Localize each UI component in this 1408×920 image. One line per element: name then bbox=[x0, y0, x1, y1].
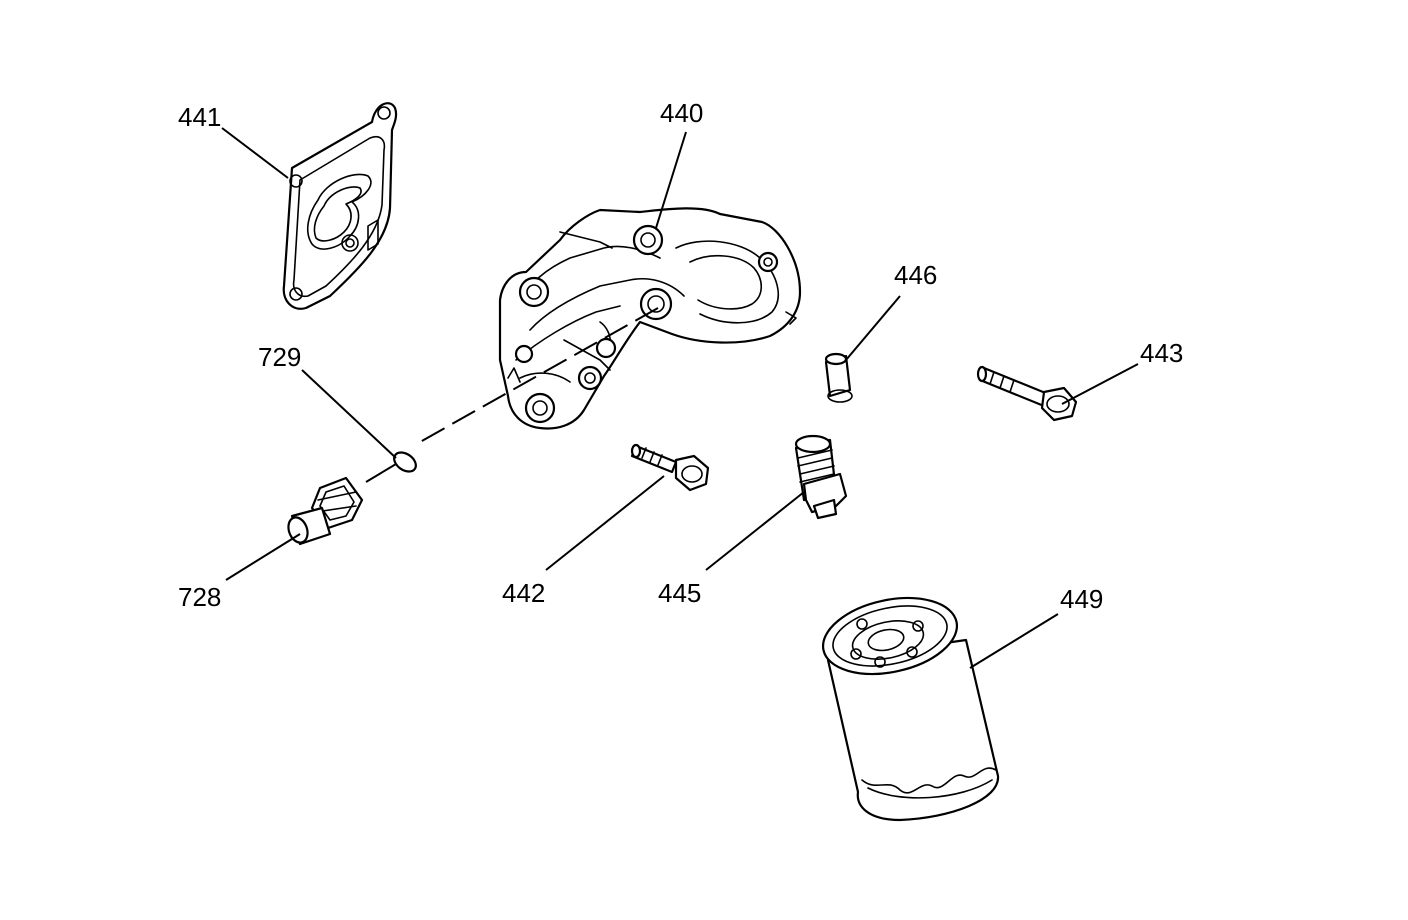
part-445-fitting bbox=[794, 434, 848, 520]
callout-440: 440 bbox=[660, 98, 703, 128]
callout-446: 446 bbox=[894, 260, 937, 290]
callout-441: 441 bbox=[178, 102, 221, 132]
assembly-axis-line bbox=[419, 307, 659, 443]
assembly-axis-line-lower bbox=[365, 463, 397, 483]
part-440-filter-adapter bbox=[498, 207, 802, 430]
callout-729: 729 bbox=[258, 342, 301, 372]
part-728-pressure-sensor bbox=[287, 476, 364, 546]
callout-labels: 441 440 446 443 729 728 442 445 449 bbox=[178, 98, 1183, 614]
leader-442 bbox=[545, 475, 665, 571]
callout-445: 445 bbox=[658, 578, 701, 608]
part-441-gasket bbox=[282, 102, 398, 310]
part-442-bolt bbox=[630, 443, 710, 492]
part-449-oil-filter bbox=[821, 596, 1000, 822]
part-446-plug bbox=[824, 352, 853, 403]
callout-449: 449 bbox=[1060, 584, 1103, 614]
callout-443: 443 bbox=[1140, 338, 1183, 368]
leader-728 bbox=[225, 533, 301, 581]
leader-445 bbox=[705, 491, 805, 571]
leader-441 bbox=[221, 127, 289, 179]
leader-440 bbox=[655, 131, 687, 229]
callout-728: 728 bbox=[178, 582, 221, 612]
leader-449 bbox=[969, 613, 1059, 669]
callout-442: 442 bbox=[502, 578, 545, 608]
leader-443 bbox=[1061, 363, 1139, 405]
part-729-o-ring bbox=[393, 451, 417, 473]
leader-lines bbox=[221, 127, 1139, 669]
leader-729 bbox=[301, 369, 397, 459]
part-443-bolt bbox=[976, 365, 1078, 422]
leader-446 bbox=[845, 295, 901, 361]
